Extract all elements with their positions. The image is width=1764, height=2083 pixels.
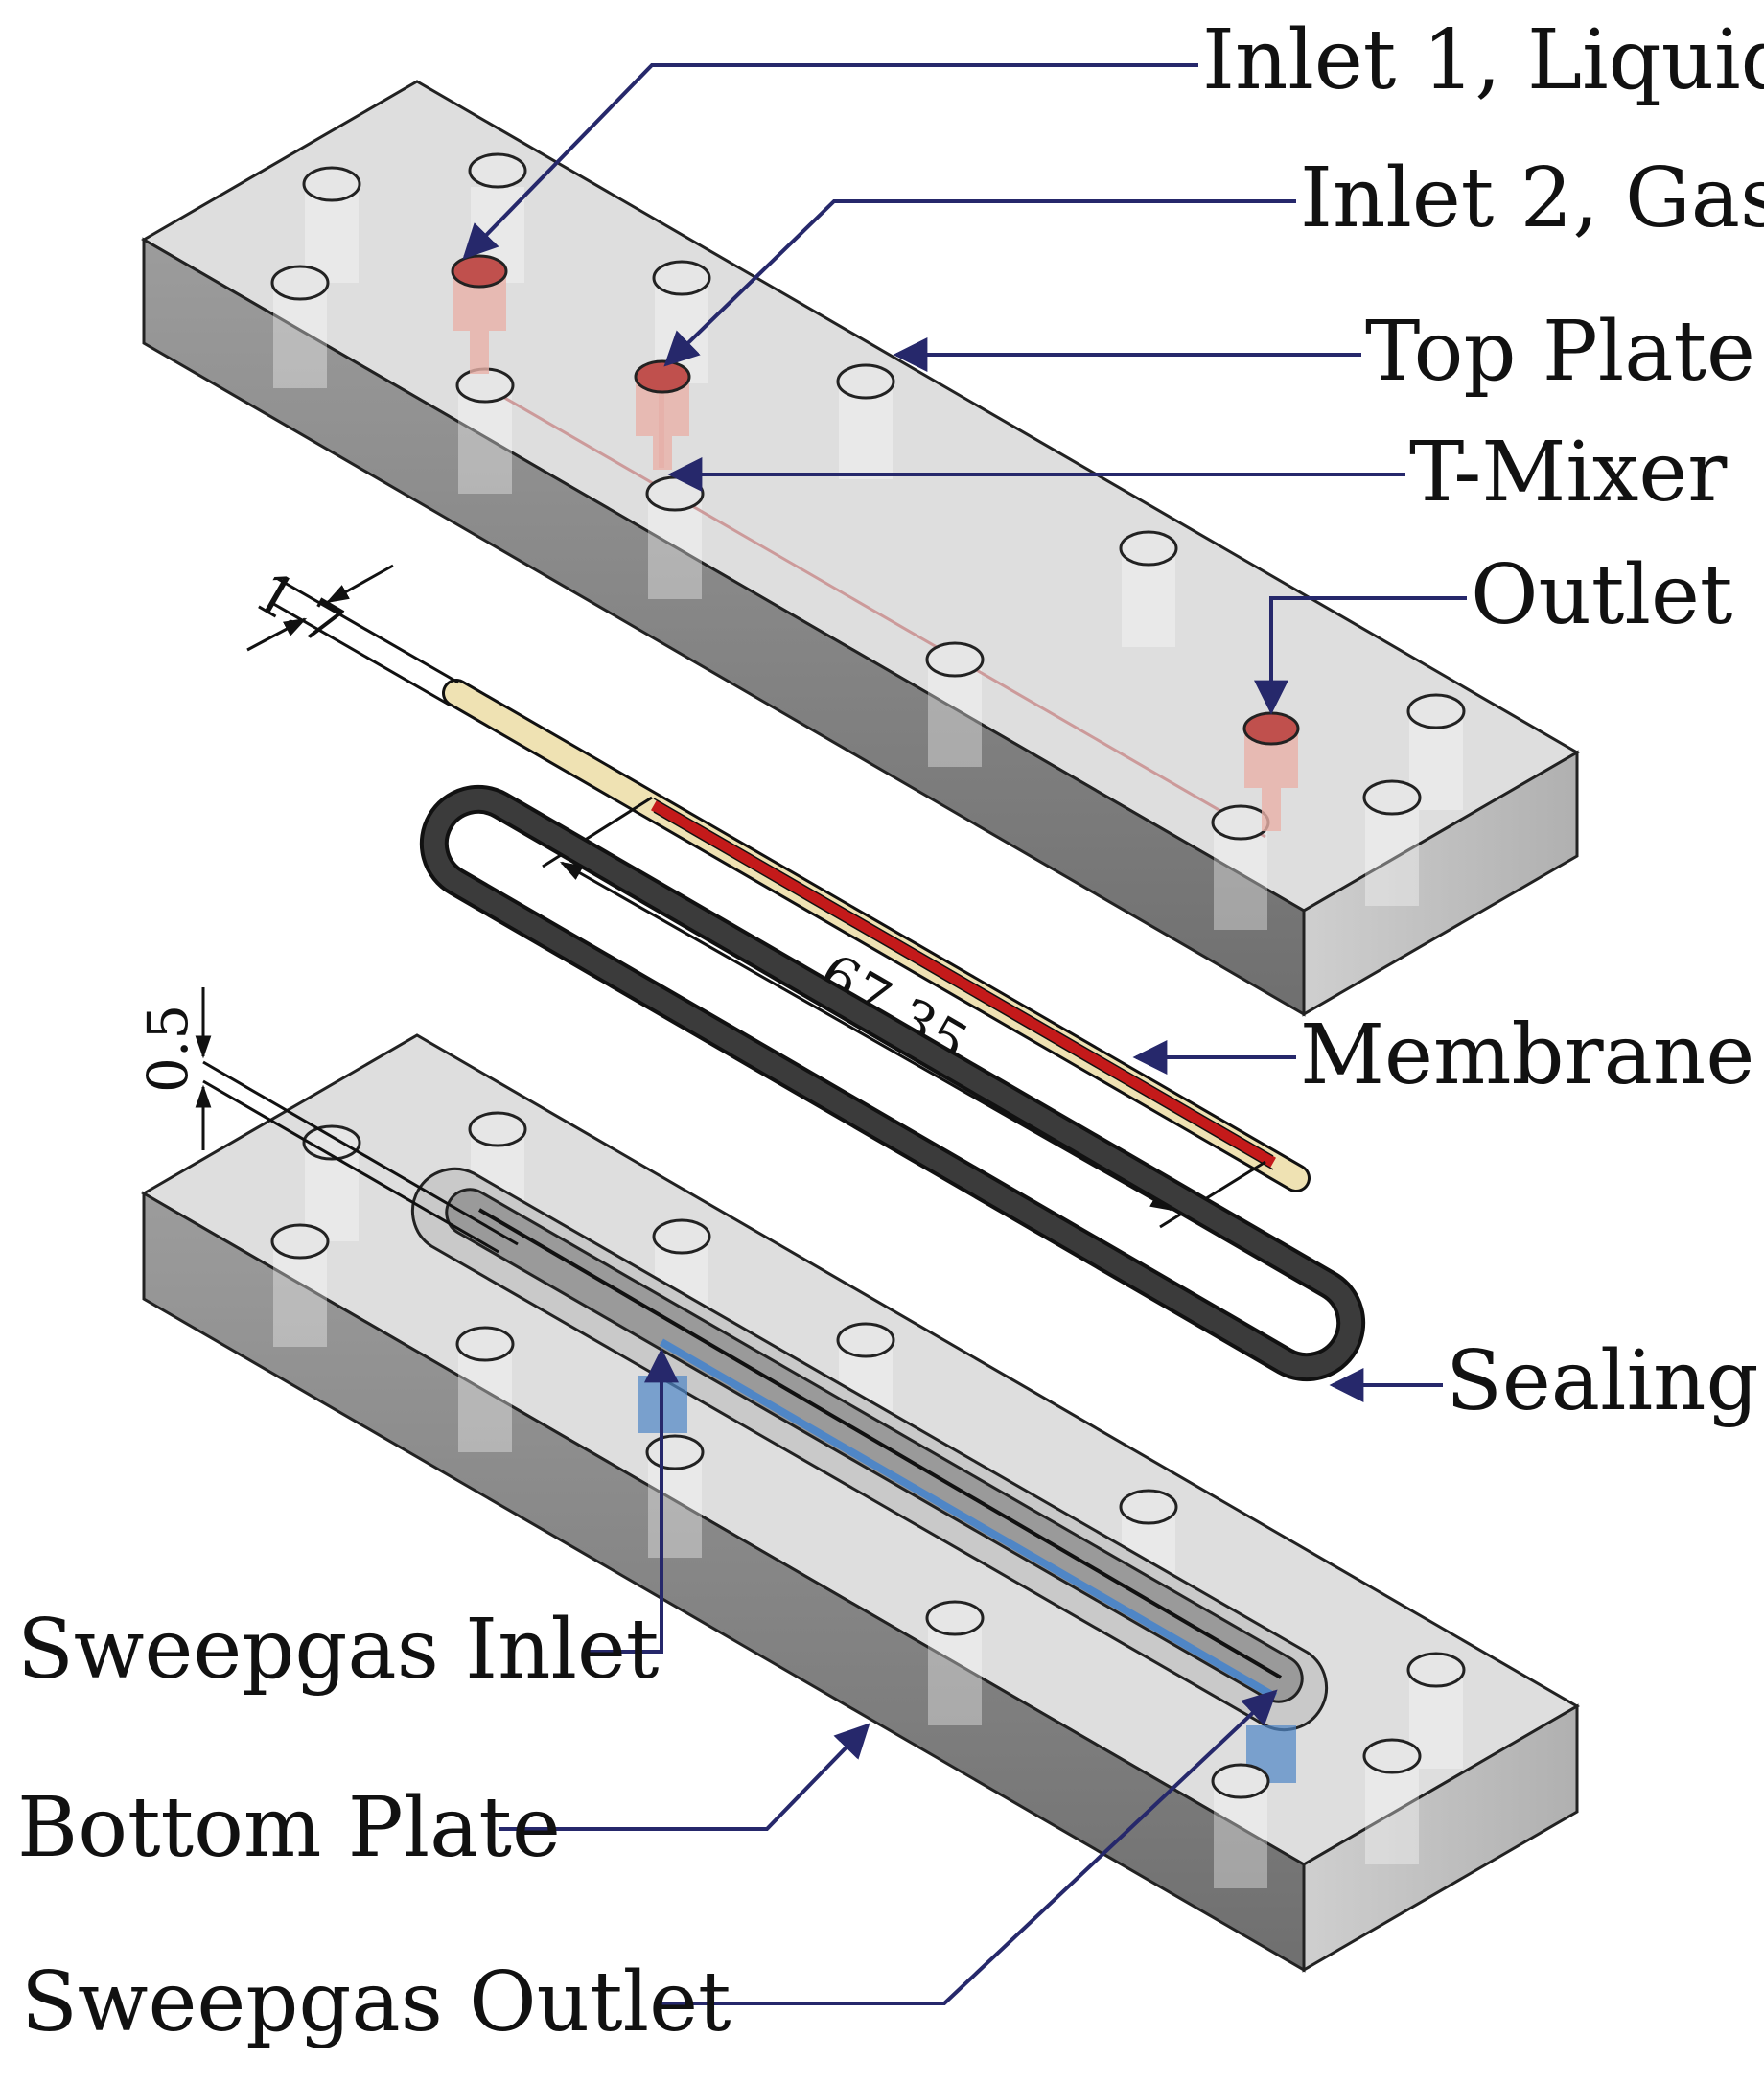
- label-top-plate: Top Plate: [1365, 304, 1755, 400]
- bolt-hole: [1211, 804, 1270, 841]
- label-t-mixer: T-Mixer: [1409, 425, 1728, 521]
- bottom-plate: [141, 1033, 1580, 1973]
- bottom-plate-side-face: [1302, 1703, 1579, 1973]
- bolt-hole: [468, 152, 527, 189]
- bolt-hole: [270, 1223, 330, 1260]
- dimension-label-1-7: 1.7: [244, 559, 354, 660]
- t-mixer-channel: [476, 380, 1266, 839]
- label-membrane: Membrane: [1300, 1007, 1754, 1103]
- label-sweepgas-outlet: Sweepgas Outlet: [21, 1955, 731, 2050]
- bolt-hole: [302, 166, 361, 202]
- label-outlet: Outlet: [1471, 547, 1732, 643]
- leader-outlet: [1254, 596, 1467, 715]
- outlet-port: [1242, 711, 1300, 831]
- label-inlet-2-gas: Inlet 2, Gas: [1300, 150, 1764, 246]
- bolt-hole: [455, 1326, 515, 1362]
- leader-inlet-2: [663, 199, 1296, 367]
- bolt-hole: [925, 641, 985, 678]
- bolt-hole: [302, 1124, 361, 1161]
- bolt-hole: [1362, 779, 1422, 816]
- bolt-hole: [652, 260, 711, 296]
- top-plate: [141, 80, 1580, 1017]
- leader-sweepgas-inlet: [587, 1348, 679, 1654]
- bolt-hole: [1211, 1763, 1270, 1799]
- bolt-hole: [836, 363, 895, 400]
- label-sealing: Sealing: [1446, 1333, 1759, 1429]
- bolt-hole: [925, 1600, 985, 1636]
- sealing-ring: [419, 784, 1366, 1382]
- bolt-hole: [645, 1434, 705, 1470]
- bolt-hole: [1119, 530, 1178, 567]
- bolt-hole: [1406, 1652, 1466, 1688]
- dimension-label-0-5: 0.5: [135, 1005, 200, 1093]
- label-bottom-plate: Bottom Plate: [17, 1780, 561, 1876]
- label-sweepgas-inlet: Sweepgas Inlet: [17, 1602, 659, 1698]
- label-inlet-1-liquid: Inlet 1, Liquid: [1202, 12, 1764, 108]
- leader-lines: [462, 63, 1467, 2005]
- bolt-hole: [645, 475, 705, 512]
- dimension-gap: [195, 987, 519, 1254]
- leader-bottom-plate: [499, 1723, 870, 1831]
- inlet-2-port: [634, 359, 691, 470]
- bolt-hole: [270, 265, 330, 301]
- inlet-1-port: [451, 254, 508, 374]
- bolt-hole: [836, 1322, 895, 1358]
- top-plate-side-face: [1302, 750, 1579, 1017]
- bolt-hole: [652, 1218, 711, 1255]
- bolt-hole: [468, 1111, 527, 1147]
- leader-inlet-1: [462, 63, 1198, 260]
- sweepgas-channel: [659, 1338, 1278, 1701]
- bolt-hole: [455, 367, 515, 404]
- bolt-hole: [1119, 1489, 1178, 1525]
- leader-sweepgas-outlet: [660, 1689, 1278, 2005]
- dimension-membrane-width: [246, 564, 459, 707]
- bolt-hole: [1362, 1738, 1422, 1774]
- bolt-hole: [1406, 693, 1466, 729]
